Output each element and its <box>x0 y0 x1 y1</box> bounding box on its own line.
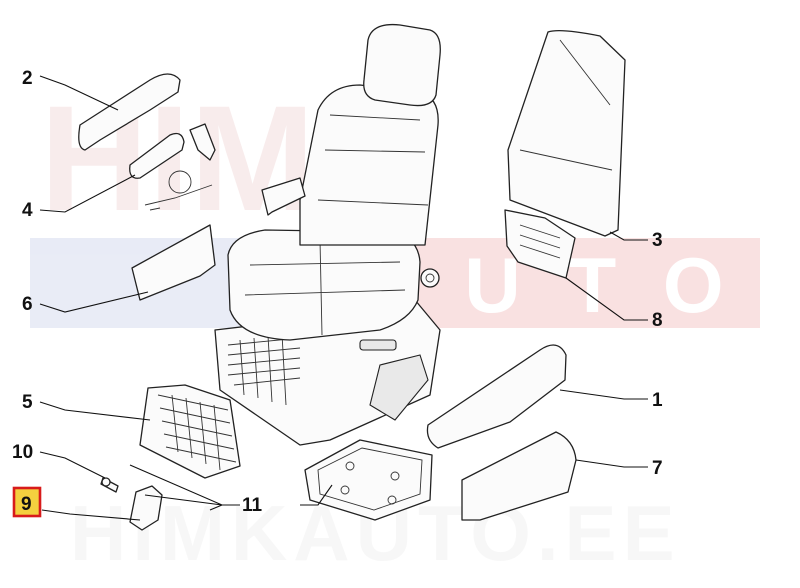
seat-assembly <box>214 23 441 446</box>
part-4-handle <box>129 123 216 211</box>
leader-lines <box>39 75 648 521</box>
callout-4: 4 <box>22 200 33 221</box>
callout-5: 5 <box>22 392 33 413</box>
part-10-screw <box>100 477 119 493</box>
seat-cushion <box>227 229 421 341</box>
callout-11: 11 <box>242 495 263 516</box>
callout-2: 2 <box>22 68 33 89</box>
seat-lever <box>359 339 397 351</box>
part-9-bracket <box>129 485 163 531</box>
callout-9-highlight <box>12 486 42 518</box>
part-2-trim <box>78 73 181 151</box>
callout-8: 8 <box>652 310 663 331</box>
callout-labels: 2 4 6 5 10 9 11 1 7 3 8 <box>12 68 663 518</box>
callout-3: 3 <box>652 230 663 251</box>
part-7-lower-trim <box>461 431 577 521</box>
callout-1: 1 <box>652 390 663 411</box>
seat-armrest <box>261 177 306 216</box>
seat-backrest <box>299 84 439 246</box>
callout-10: 10 <box>12 442 33 463</box>
part-1-side-trim <box>426 344 567 449</box>
part-3-backrest-cover <box>507 30 626 237</box>
seat-base-side-panel <box>369 354 429 421</box>
recline-knob <box>420 268 440 288</box>
seat-base-vents <box>227 333 301 406</box>
part-11-tray <box>304 439 433 521</box>
callout-9: 9 <box>21 494 32 515</box>
callout-7: 7 <box>652 458 663 479</box>
callout-6: 6 <box>22 294 33 315</box>
part-5-vent-cover <box>139 384 241 479</box>
seat-headrest <box>363 23 441 107</box>
